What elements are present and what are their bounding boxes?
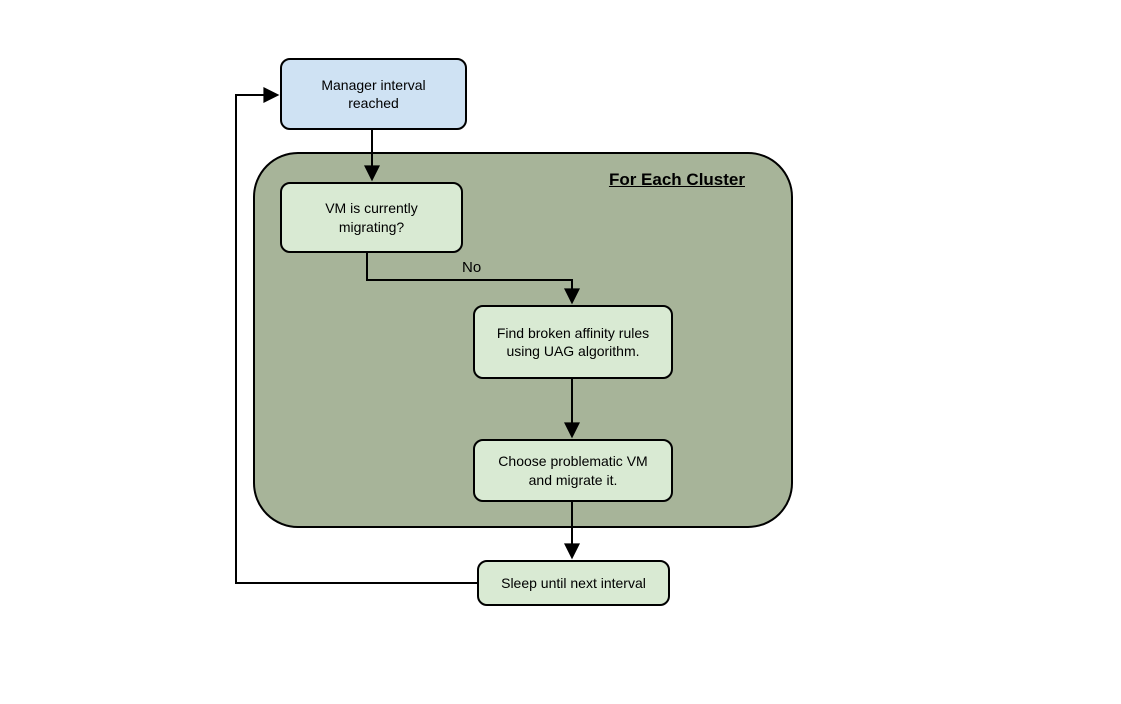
node-label: Find broken affinity rules using UAG alg…	[496, 324, 650, 359]
node-find-broken-affinity-rules: Find broken affinity rules using UAG alg…	[473, 305, 673, 379]
node-sleep-until-next-interval: Sleep until next interval	[477, 560, 670, 606]
node-label: Manager interval reached	[321, 76, 426, 111]
node-manager-interval-reached: Manager interval reached	[280, 58, 467, 130]
edge-label-no: No	[462, 259, 482, 276]
cluster-title: For Each Cluster	[608, 170, 745, 189]
node-label: Choose problematic VM and migrate it.	[498, 453, 648, 488]
node-label: VM is currently migrating?	[325, 200, 418, 235]
node-choose-problematic-vm: Choose problematic VM and migrate it.	[473, 439, 673, 502]
node-label: Sleep until next interval	[501, 574, 646, 591]
node-vm-currently-migrating: VM is currently migrating?	[280, 182, 463, 253]
